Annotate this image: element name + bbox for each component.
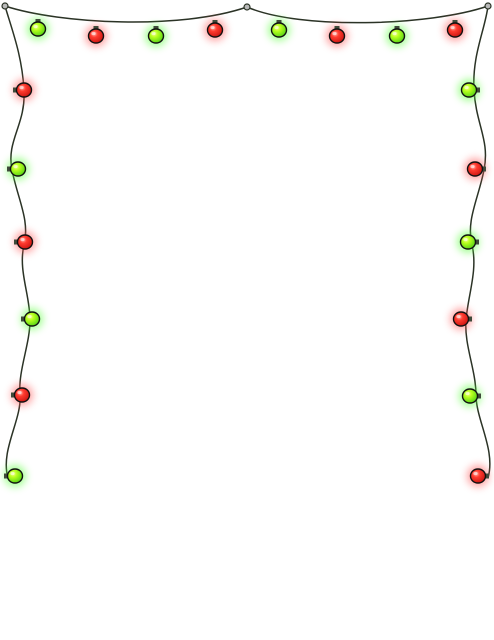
bulb-socket [475, 239, 479, 245]
bulb-socket [334, 26, 340, 30]
top-wire-right [246, 5, 489, 24]
red-bulb-icon [452, 311, 470, 327]
bulb-socket [93, 26, 99, 30]
bulb-socket [14, 239, 18, 245]
green-bulb-icon [270, 22, 288, 38]
left-bulb-3 [14, 231, 36, 253]
bulb-highlight [33, 24, 38, 29]
green-bulb-icon [29, 21, 47, 37]
red-bulb-icon [469, 468, 487, 484]
bulb-highlight [464, 85, 469, 90]
red-bulb-icon [466, 161, 484, 177]
bulb-socket [394, 26, 400, 30]
bulb-socket [7, 166, 11, 172]
bulbs-group [4, 18, 489, 487]
top-bulb-2 [85, 25, 107, 47]
green-bulb-icon [388, 28, 406, 44]
bulb-highlight [470, 164, 475, 169]
top-bulb-7 [386, 25, 408, 47]
bulb-highlight [17, 390, 22, 395]
top-bulb-1 [27, 18, 49, 40]
bulb-socket [452, 20, 458, 24]
bulb-socket [21, 316, 25, 322]
bulb-highlight [91, 31, 96, 36]
right-bulb-4 [450, 308, 472, 330]
right-bulb-5 [459, 385, 481, 407]
bulb-highlight [332, 31, 337, 36]
knob-top-right [484, 2, 492, 10]
bulb-socket [11, 392, 15, 398]
bulb-socket [212, 20, 218, 24]
bulb-socket [35, 19, 41, 23]
bulb-socket [13, 87, 17, 93]
right-bulb-1 [458, 79, 480, 101]
bulb-socket [477, 393, 481, 399]
bulb-highlight [19, 85, 24, 90]
red-bulb-icon [446, 22, 464, 38]
top-bulb-8 [444, 19, 466, 41]
top-bulb-3 [145, 25, 167, 47]
left-bulb-5 [11, 384, 33, 406]
knob-top-center [243, 3, 251, 11]
green-bulb-icon [147, 28, 165, 44]
right-bulb-3 [457, 231, 479, 253]
red-bulb-icon [87, 28, 105, 44]
bulb-socket [468, 316, 472, 322]
bulb-socket [485, 473, 489, 479]
bulb-highlight [210, 25, 215, 30]
red-bulb-icon [206, 22, 224, 38]
top-bulb-6 [326, 25, 348, 47]
bulb-highlight [473, 471, 478, 476]
bulb-highlight [10, 471, 15, 476]
left-bulb-1 [13, 79, 35, 101]
bulb-socket [476, 87, 480, 93]
wire-group [4, 5, 491, 479]
bulb-socket [482, 166, 486, 172]
green-bulb-icon [9, 161, 27, 177]
top-bulb-4 [204, 19, 226, 41]
red-bulb-icon [16, 234, 34, 250]
bulb-socket [276, 20, 282, 24]
red-bulb-icon [328, 28, 346, 44]
bulb-highlight [450, 25, 455, 30]
wire-knobs [1, 2, 492, 11]
red-bulb-icon [13, 387, 31, 403]
top-bulb-5 [268, 19, 290, 41]
right-bulb-6 [467, 465, 489, 487]
bulb-highlight [463, 237, 468, 242]
bulb-highlight [27, 314, 32, 319]
red-bulb-icon [15, 82, 33, 98]
bulb-highlight [456, 314, 461, 319]
green-bulb-icon [6, 468, 24, 484]
bulb-highlight [13, 164, 18, 169]
right-bulb-2 [464, 158, 486, 180]
bulb-highlight [151, 31, 156, 36]
left-bulb-4 [21, 308, 43, 330]
top-wire-left [4, 5, 248, 23]
green-bulb-icon [461, 388, 479, 404]
green-bulb-icon [460, 82, 478, 98]
green-bulb-icon [23, 311, 41, 327]
left-bulb-2 [7, 158, 29, 180]
knob-top-left [1, 2, 9, 10]
bulb-highlight [274, 25, 279, 30]
bulb-highlight [392, 31, 397, 36]
bulb-socket [4, 473, 8, 479]
green-bulb-icon [459, 234, 477, 250]
bulb-highlight [465, 391, 470, 396]
bulb-highlight [20, 237, 25, 242]
left-bulb-6 [4, 465, 26, 487]
bulb-socket [153, 26, 159, 30]
